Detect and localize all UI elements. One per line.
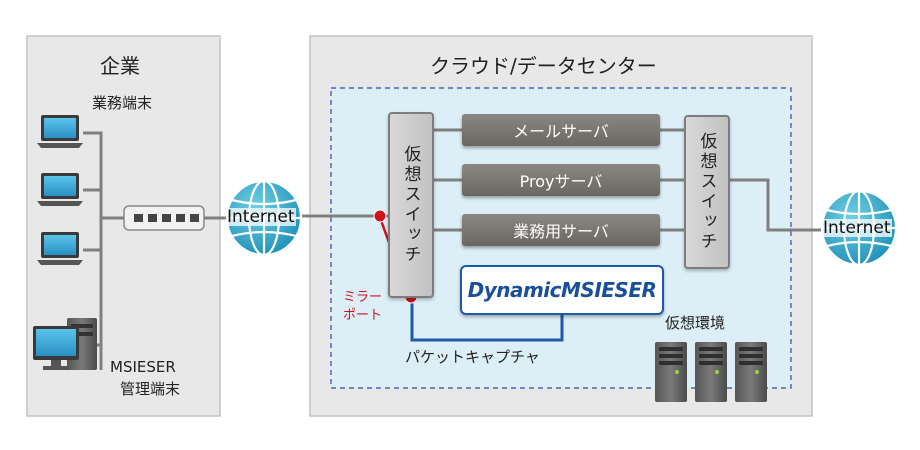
dynamic-msieser-logo-text: DynamicMSIESER [467,278,657,302]
dynamic-msieser-logo: DynamicMSIESER [460,265,664,315]
desktop-pc-icon [33,318,97,370]
virtual-switch-left-label: 仮想スイッチ [400,145,421,265]
packet-capture-label: パケットキャプチャ [405,348,540,366]
laptop-icon [37,173,83,206]
router-icon [123,205,205,231]
capture-line [410,300,564,342]
server-business: 業務用サーバ [462,214,660,246]
laptop-icon [37,232,83,265]
terminals-label: 業務端末 [92,94,153,112]
server-business-label: 業務用サーバ [513,222,609,241]
internet-right-label: Internet [822,218,892,238]
virtual-env-label: 仮想環境 [665,314,726,332]
mirror-port-line1: ミラー [343,290,383,305]
server-tower-icon [655,342,687,402]
mirror-port-line2: ポート [343,308,383,323]
enterprise-wiring [83,131,232,370]
server-mail-label: メールサーバ [513,122,609,141]
server-proxy: Proyサーバ [462,164,660,196]
admin-label-line1: MSIESER [110,358,176,376]
datacenter-wiring [296,128,828,303]
server-tower-icon [695,342,727,402]
server-mail: メールサーバ [462,114,660,146]
server-tower-icon [735,342,767,402]
enterprise-title: 企業 [100,54,140,78]
server-proxy-label: Proyサーバ [519,172,603,191]
virtual-switch-left: 仮想スイッチ [388,112,434,298]
internet-left-label: Internet [226,207,296,227]
laptop-icon [37,115,83,148]
virtual-switch-right-label: 仮想スイッチ [696,132,717,252]
admin-label-line2: 管理端末 [120,380,181,398]
virtual-switch-right: 仮想スイッチ [684,115,730,269]
datacenter-title: クラウド/データセンター [430,54,657,78]
